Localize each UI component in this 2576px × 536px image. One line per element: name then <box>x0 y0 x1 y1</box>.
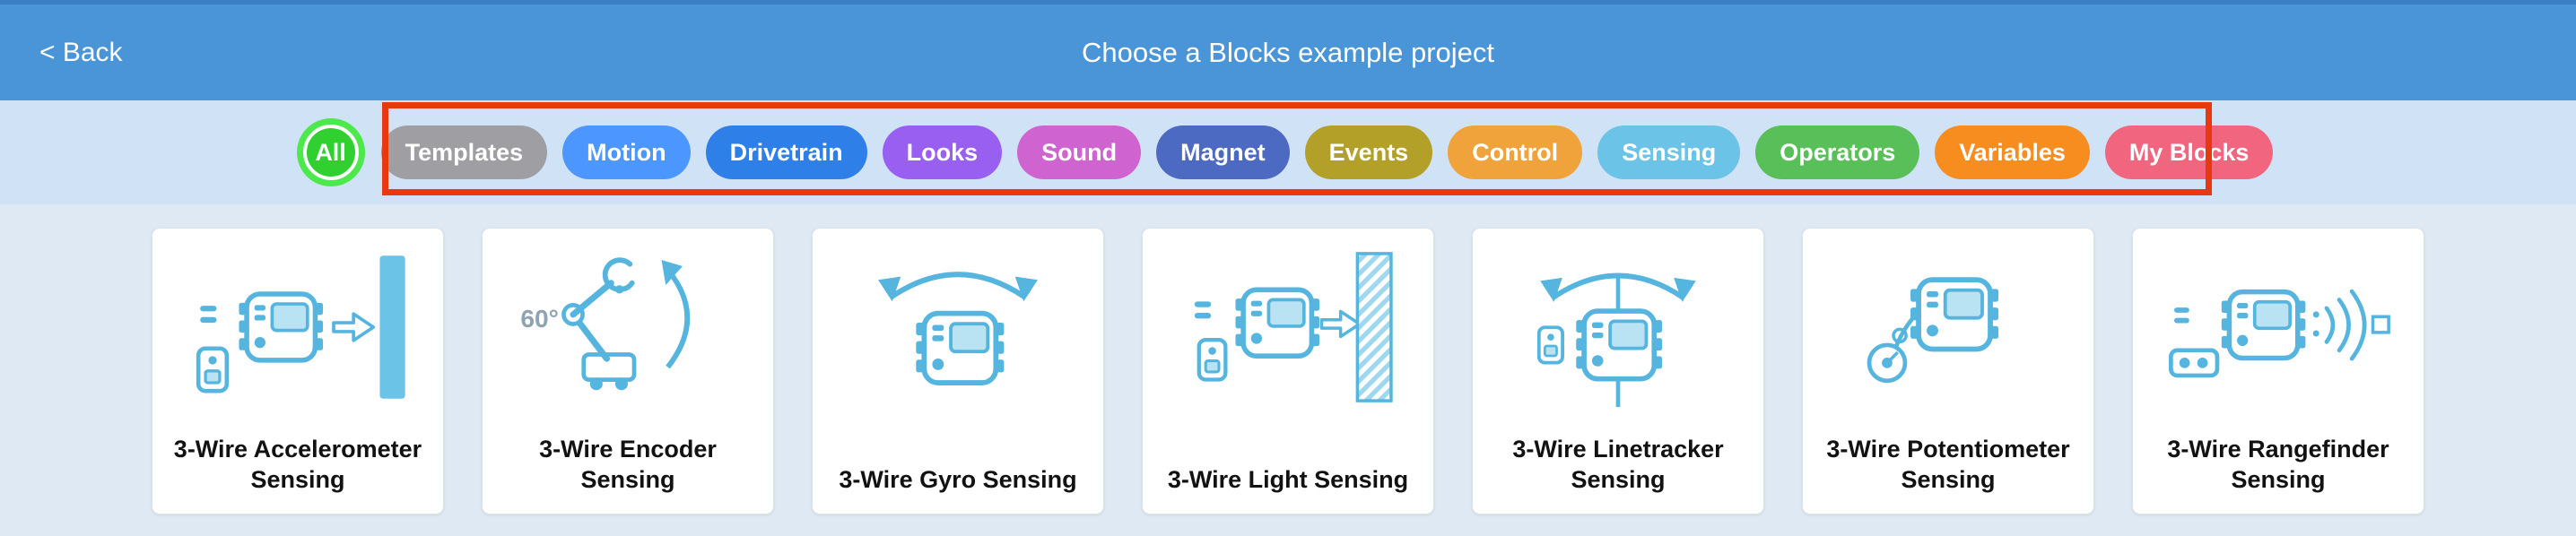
encoder-icon: 60° <box>512 243 744 411</box>
card-title: 3-Wire Linetracker Sensing <box>1512 435 1724 494</box>
filter-my-blocks[interactable]: My Blocks <box>2104 125 2274 179</box>
project-card-gyro[interactable]: 3-Wire Gyro Sensing <box>812 228 1104 514</box>
card-title: 3-Wire Light Sensing <box>1167 466 1409 494</box>
potentiometer-icon <box>1832 243 2064 411</box>
filter-drivetrain[interactable]: Drivetrain <box>705 125 867 179</box>
filter-bar: All Templates Motion Drivetrain Looks So… <box>0 100 2576 204</box>
project-card-encoder[interactable]: 60° 3-Wire Encoder Sensing <box>482 228 774 514</box>
project-card-potentiometer[interactable]: 3-Wire Potentiometer Sensing <box>1802 228 2094 514</box>
filter-sound[interactable]: Sound <box>1017 125 1142 179</box>
project-card-rangefinder[interactable]: 3-Wire Rangefinder Sensing <box>2132 228 2424 514</box>
filter-sensing[interactable]: Sensing <box>1597 125 1741 179</box>
filter-events[interactable]: Events <box>1304 125 1433 179</box>
page-title: Choose a Blocks example project <box>1081 36 1495 68</box>
back-button[interactable]: < Back <box>39 4 123 100</box>
card-title: 3-Wire Rangefinder Sensing <box>2167 435 2389 494</box>
project-card-accelerometer[interactable]: 3-Wire Accelerometer Sensing <box>152 228 444 514</box>
filter-operators[interactable]: Operators <box>1755 125 1920 179</box>
card-title: 3-Wire Potentiometer Sensing <box>1826 435 2070 494</box>
encoder-angle-label: 60° <box>520 305 559 333</box>
project-card-linetracker[interactable]: 3-Wire Linetracker Sensing <box>1472 228 1764 514</box>
filter-all[interactable]: All <box>302 125 359 180</box>
filter-magnet[interactable]: Magnet <box>1156 125 1290 179</box>
linetracker-icon <box>1502 243 1734 411</box>
accelerometer-icon <box>182 243 413 411</box>
filter-variables[interactable]: Variables <box>1935 125 2090 179</box>
card-title: 3-Wire Accelerometer Sensing <box>173 435 422 494</box>
card-title: 3-Wire Encoder Sensing <box>539 435 717 494</box>
rangefinder-icon <box>2163 243 2394 411</box>
gyro-icon <box>842 243 1074 411</box>
filter-templates[interactable]: Templates <box>380 125 548 179</box>
light-icon <box>1172 243 1404 411</box>
project-card-light[interactable]: 3-Wire Light Sensing <box>1142 228 1434 514</box>
card-title: 3-Wire Gyro Sensing <box>839 466 1077 494</box>
filter-looks[interactable]: Looks <box>882 125 1003 179</box>
filter-control[interactable]: Control <box>1448 125 1583 179</box>
header: < Back Choose a Blocks example project <box>0 0 2576 100</box>
filter-motion[interactable]: Motion <box>562 125 691 179</box>
project-card-list: 3-Wire Accelerometer Sensing 60° 3-Wire … <box>0 204 2576 514</box>
